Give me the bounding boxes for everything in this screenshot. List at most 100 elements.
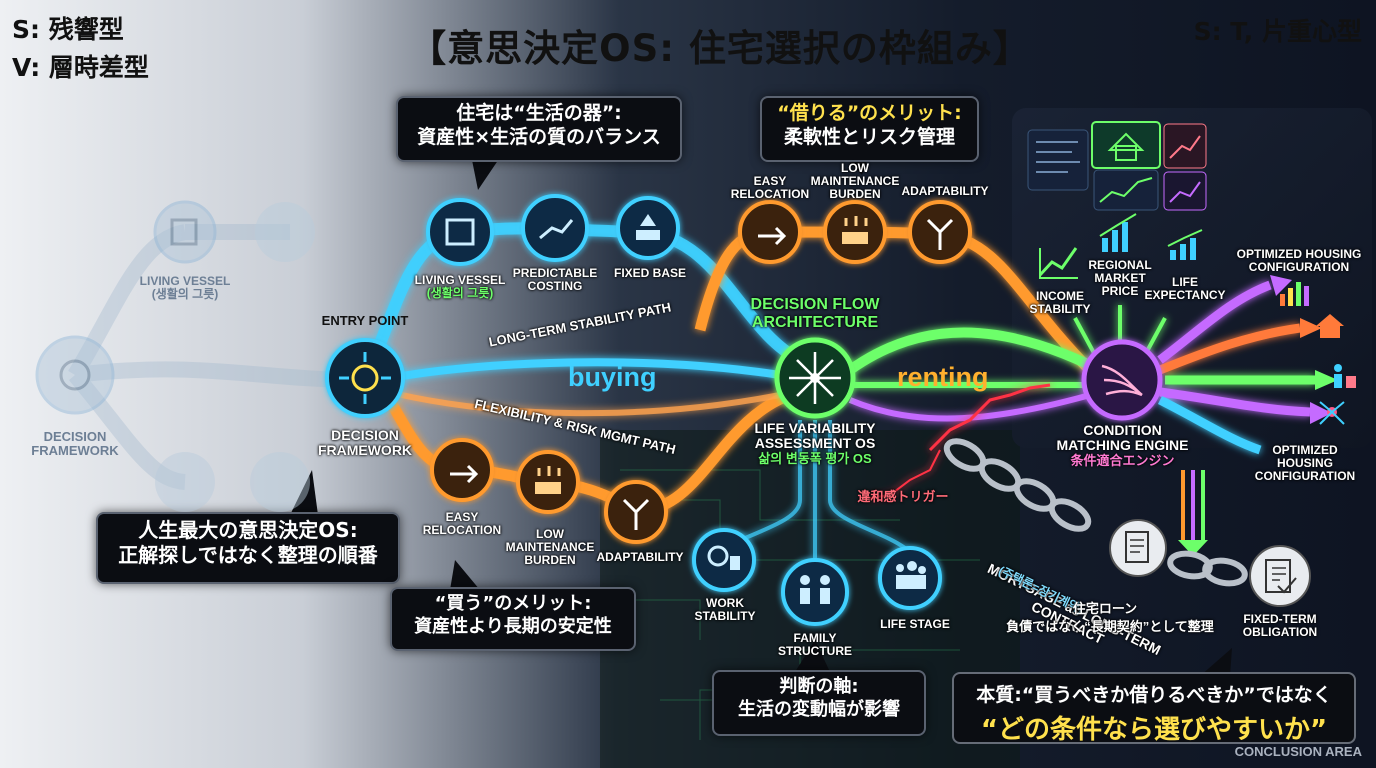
callout-axis-line1: 判断の軸:	[779, 676, 859, 697]
entry-point-caption: ENTRY POINT	[321, 313, 409, 328]
callout-tail-axis	[795, 640, 830, 672]
callout-tail-conclusion	[1200, 648, 1232, 676]
engine-line1: CONDITION	[1083, 422, 1162, 438]
factor-arrows	[1073, 305, 1167, 356]
output-network-icon	[1319, 401, 1345, 425]
engine-label: CONDITION MATCHING ENGINE 条件適合エンジン	[1055, 422, 1190, 468]
output-bar-chart-icon	[1280, 282, 1309, 306]
is-line2: STABILITY	[1029, 302, 1091, 317]
faded-living-vessel-label: LIVING VESSEL (생활의 그릇)	[120, 274, 250, 302]
low-maintenance-icon-top	[823, 200, 887, 264]
engine-jp: 条件適合エンジン	[1070, 452, 1175, 468]
lv-line1: LIVING VESSEL	[414, 273, 506, 287]
fs-line1: FAMILY	[793, 631, 837, 645]
conclusion-area-label: CONCLUSION AREA	[1234, 744, 1362, 759]
fixed-term-document-icon	[1249, 545, 1311, 607]
engine-down-arrows	[1178, 470, 1208, 556]
rlm-line2: MAINTENANCE	[810, 174, 900, 189]
ler-line2: RELOCATION	[422, 523, 502, 538]
callout-buying-line1: “買う”のメリット:	[434, 593, 592, 614]
living-vessel-label: LIVING VESSEL (생활의 그릇)	[400, 273, 520, 301]
callout-judgment-axis: 判断の軸: 生活の変動幅が影響	[712, 670, 926, 736]
entry-label-line2: FRAMEWORK	[317, 442, 413, 459]
callout-renting-line1: “借りる”のメリット:	[777, 102, 962, 124]
output-arrowheads	[1270, 275, 1338, 424]
ws-line1: WORK	[706, 596, 744, 610]
callout-renting-line2: 柔軟性とリスク管理	[783, 125, 955, 148]
faded-nodes	[35, 200, 315, 512]
output-bottom-label: OPTIMIZED HOUSING CONFIGURATION	[1240, 443, 1370, 484]
lva-line1: LIFE VARIABILITY	[754, 420, 876, 436]
fixed-term-label: FIXED-TERM OBLIGATION	[1230, 612, 1330, 639]
callout-axis-line2: 生活の変動幅が影響	[738, 698, 900, 720]
callout-decision-os: 人生最大の意思決定OS: 正解探しではなく整理の順番	[96, 512, 400, 584]
engine-line2: MATCHING ENGINE	[1056, 437, 1189, 454]
ot-line2: CONFIGURATION	[1248, 260, 1350, 275]
output-house-icon	[1316, 314, 1344, 338]
rer-line2: RELOCATION	[730, 187, 810, 202]
corner-s-left: S: 残響型	[12, 15, 124, 44]
callout-buying-merit: “買う”のメリット: 資産性より長期の安定性	[390, 587, 636, 651]
income-stability-icon	[1038, 247, 1078, 279]
entry-framework-icon	[325, 338, 405, 418]
corner-v-left: V: 層時差型	[12, 53, 149, 82]
fs-line2: STRUCTURE	[778, 644, 852, 659]
entry-framework-label: DECISION FRAMEWORK	[300, 427, 430, 459]
renting-flow-word: renting	[897, 362, 989, 392]
conclusion-line1: 本質:“買うべきか借りるべきか”ではなく	[976, 684, 1332, 706]
callout-living-vessel: 住宅は“生活の器”: 資産性×生活の質のバランス	[396, 96, 682, 162]
corner-s-right: S: T, 片重心型	[1193, 17, 1362, 46]
trigger-label: 違和感トリガー	[857, 489, 949, 504]
le-line2: EXPECTANCY	[1144, 288, 1226, 303]
faded-paths	[68, 224, 361, 490]
ws-line2: STABILITY	[694, 609, 756, 624]
faded-lv-line2: (생활의 그릇)	[151, 287, 219, 302]
family-structure-label: FAMILY STRUCTURE	[770, 631, 860, 659]
mortgage-jp1: 住宅ローン	[1072, 601, 1138, 616]
dft-line1: DECISION FLOW	[750, 296, 880, 313]
faded-chart-icon	[255, 202, 315, 262]
family-structure-icon	[781, 558, 849, 626]
living-vessel-icon	[426, 198, 494, 266]
rm-line1: REGIONAL	[1088, 258, 1152, 272]
life-expectancy-icon	[1167, 229, 1203, 260]
faded-vessel-icon	[153, 200, 217, 264]
pc-line1: PREDICTABLE	[512, 266, 598, 280]
callout-buying-line2: 資産性より長期の安定性	[414, 615, 612, 637]
rent-adaptability-label: ADAPTABILITY	[901, 184, 989, 198]
faded-df-line2: FRAMEWORK	[31, 443, 119, 459]
rlm-line1: LOW	[841, 161, 869, 175]
fixed-base-label: FIXED BASE	[613, 266, 686, 280]
income-stability-label: INCOME STABILITY	[1020, 289, 1100, 317]
buying-flow-word: buying	[568, 362, 657, 392]
rent-easy-relocation-label: EASY RELOCATION	[720, 174, 820, 202]
rer-line1: EASY	[753, 174, 787, 188]
adaptability-icon-low	[604, 480, 668, 544]
adaptability-icon-top	[908, 200, 972, 264]
low-adaptability-label: ADAPTABILITY	[596, 550, 684, 564]
mortgage-chain	[943, 438, 1248, 587]
decision-flow-hub-icon	[774, 337, 856, 419]
llm-line1: LOW	[536, 527, 564, 541]
callout-tail-buying	[450, 560, 480, 590]
decision-flow-title: DECISION FLOW ARCHITECTURE	[740, 296, 890, 331]
predictable-costing-icon	[521, 194, 589, 262]
callout-renting-merit: “借りる”のメリット: 柔軟性とリスク管理	[760, 96, 979, 162]
rm-line3: PRICE	[1101, 284, 1139, 299]
page-title: 【意思決定OS: 住宅選択の枠組み】	[409, 27, 1031, 70]
easy-relocation-icon-low	[430, 438, 494, 502]
llm-line3: BURDEN	[524, 553, 576, 568]
output-people-icon	[1334, 364, 1356, 388]
lv-line2: (생활의 그릇)	[426, 286, 494, 301]
callout-living-line2: 資産性×生活の質のバランス	[417, 125, 661, 148]
callout-tail-decision	[290, 470, 318, 515]
callout-living-line1: 住宅は“生活の器”:	[456, 102, 622, 124]
fixed-base-icon	[616, 196, 680, 260]
entry-label-line1: DECISION	[331, 427, 399, 443]
life-expectancy-label: LIFE EXPECTANCY	[1140, 275, 1230, 303]
faded-decision-icon	[35, 335, 115, 415]
is-line1: INCOME	[1036, 289, 1084, 303]
work-stability-label: WORK STABILITY	[680, 596, 770, 624]
